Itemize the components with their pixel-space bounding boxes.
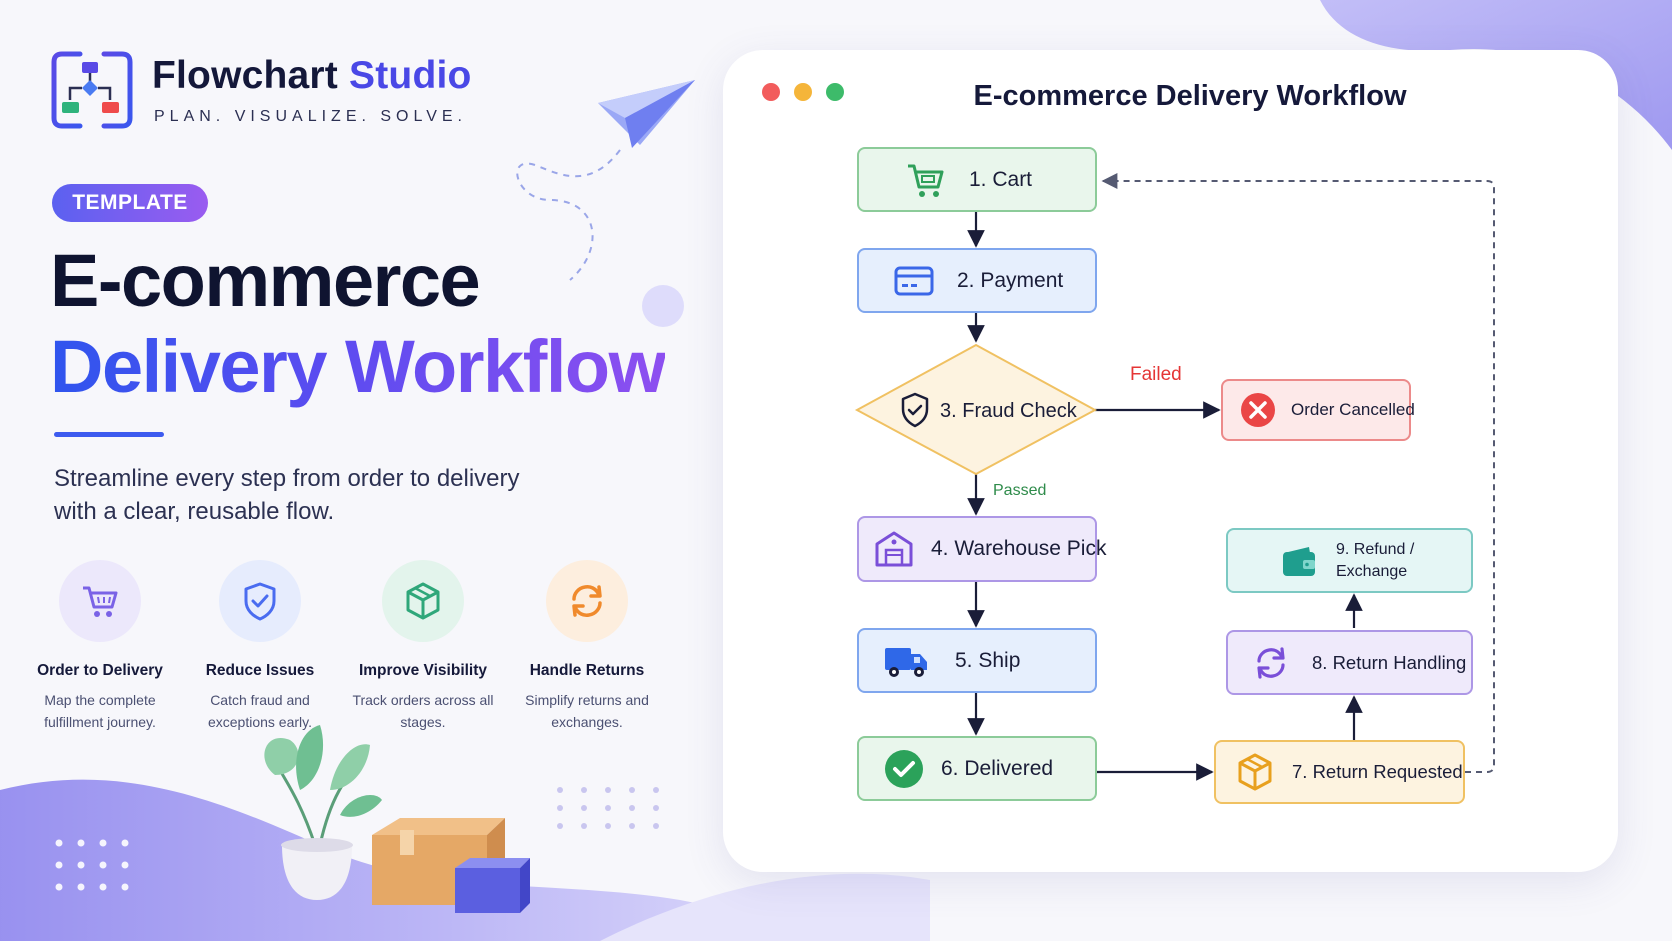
node-cart[interactable]: 1. Cart [857, 147, 1097, 212]
edge-label-passed: Passed [993, 482, 1047, 499]
x-circle-icon [1235, 387, 1281, 433]
window-close-dot[interactable] [762, 83, 780, 101]
refresh-icon [1248, 640, 1294, 686]
refresh-icon [546, 560, 628, 642]
hero-lead-text: Streamline every step from order to deli… [54, 465, 520, 525]
node-ship[interactable]: 5. Ship [857, 628, 1097, 693]
edge-loop-back-to-cart [1101, 173, 1495, 773]
hero-title-line2: Delivery Workflow [50, 325, 666, 408]
box-icon [1232, 749, 1278, 795]
node-label: 8. Return Handling [1312, 651, 1467, 673]
flowchart-logo-icon [51, 51, 133, 129]
truck-icon [883, 638, 929, 684]
boxes-illustration [372, 818, 530, 913]
node-label: 4. Warehouse Pick [931, 537, 1107, 560]
feature-desc: Catch fraud and exceptions early. [207, 692, 312, 730]
feature-reduce-issues: Reduce Issues Catch fraud and exceptions… [180, 560, 340, 733]
shield-check-icon [219, 560, 301, 642]
node-return-requested[interactable]: 7. Return Requested [1214, 740, 1465, 804]
node-label: 9. Refund /Exchange [1336, 540, 1415, 580]
feature-title: Handle Returns [529, 662, 645, 679]
feature-title: Order to Delivery [37, 662, 163, 679]
node-payment[interactable]: 2. Payment [857, 248, 1097, 313]
node-order-cancelled[interactable]: Order Cancelled [1221, 379, 1415, 441]
cart-icon [59, 560, 141, 642]
brand-tagline: PLAN. VISUALIZE. SOLVE. [154, 108, 467, 125]
plant-illustration [264, 725, 382, 900]
cart-icon [903, 157, 949, 203]
feature-desc: Track orders across all stages. [352, 692, 494, 730]
node-refund-exchange[interactable]: 9. Refund /Exchange [1226, 528, 1473, 593]
brand-name: Flowchart Studio [152, 54, 472, 97]
template-badge: TEMPLATE [52, 184, 208, 222]
feature-desc: Simplify returns and exchanges. [525, 692, 649, 730]
node-label: 7. Return Requested [1292, 761, 1463, 782]
node-label: Order Cancelled [1291, 400, 1415, 419]
node-label: 2. Payment [957, 268, 1064, 292]
feature-improve-visibility: Improve Visibility Track orders across a… [343, 560, 503, 733]
hero-title-line1: E-commerce [50, 239, 481, 322]
wallet-icon [1276, 538, 1322, 584]
paper-plane-icon [598, 80, 695, 148]
node-fraud-check-label: 3. Fraud Check [940, 400, 1077, 422]
edge-label-failed: Failed [1130, 364, 1182, 385]
feature-order-to-delivery: Order to Delivery Map the complete fulfi… [20, 560, 180, 733]
hero-underline [54, 432, 164, 437]
warehouse-icon [871, 526, 917, 572]
box-icon [382, 560, 464, 642]
shield-check-icon [901, 392, 929, 428]
feature-title: Reduce Issues [205, 662, 315, 679]
window-minimize-dot[interactable] [794, 83, 812, 101]
window-maximize-dot[interactable] [826, 83, 844, 101]
credit-card-icon [891, 258, 937, 304]
node-warehouse-pick[interactable]: 4. Warehouse Pick [857, 516, 1106, 582]
fraud-check-diamond [854, 343, 1098, 476]
node-return-handling[interactable]: 8. Return Handling [1226, 630, 1473, 695]
diagram-title: E-commerce Delivery Workflow [973, 80, 1407, 112]
feature-handle-returns: Handle Returns Simplify returns and exch… [507, 560, 667, 733]
node-label: 5. Ship [955, 648, 1021, 672]
node-label: 1. Cart [969, 167, 1033, 191]
node-delivered[interactable]: 6. Delivered [857, 736, 1097, 801]
feature-title: Improve Visibility [358, 662, 488, 679]
node-label: 6. Delivered [941, 756, 1054, 780]
feature-desc: Map the complete fulfillment journey. [44, 692, 156, 730]
check-circle-icon [881, 746, 927, 792]
